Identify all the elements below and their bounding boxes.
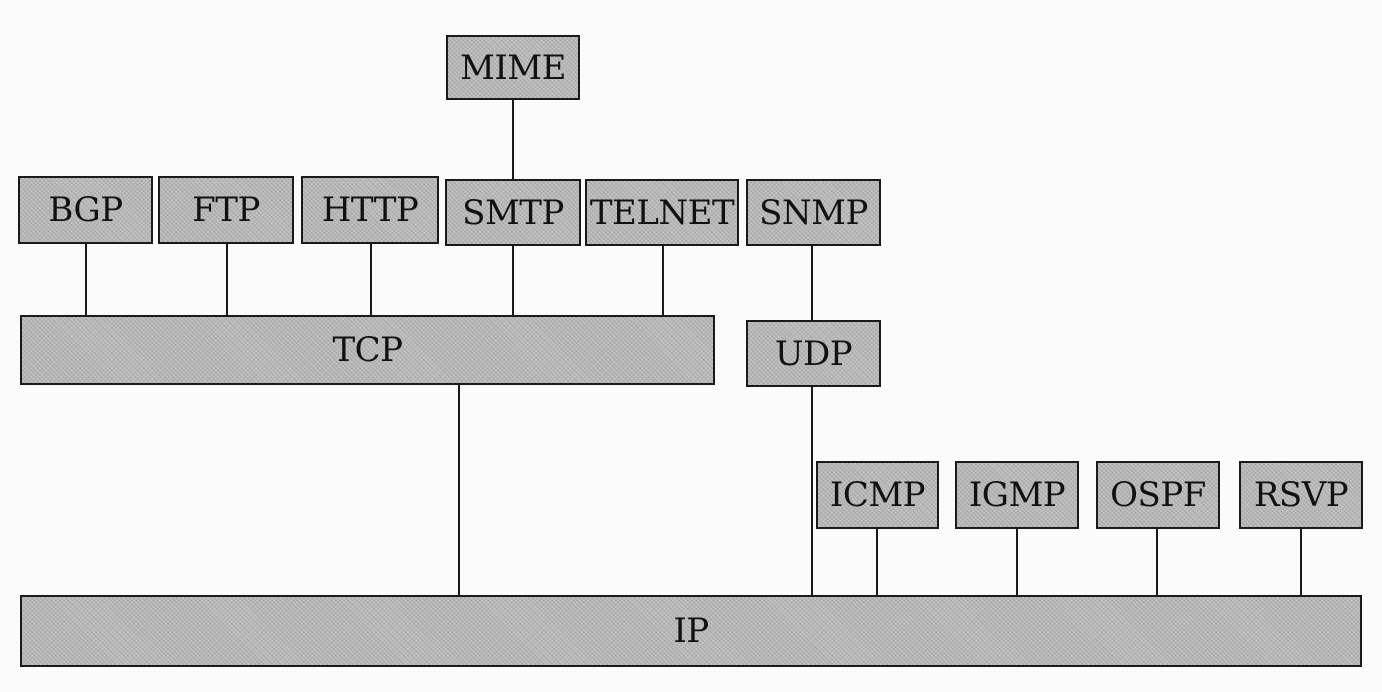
connector-bgp-tcp <box>85 243 87 318</box>
tcp-box: TCP <box>20 315 715 385</box>
smtp-box: SMTP <box>445 179 581 246</box>
mime-label: MIME <box>460 47 566 88</box>
udp-label: UDP <box>774 333 853 374</box>
udp-box: UDP <box>746 320 881 387</box>
ip-box: IP <box>20 595 1362 667</box>
connector-tcp-ip <box>458 384 460 598</box>
connector-smtp-tcp <box>512 245 514 318</box>
bgp-label: BGP <box>48 190 123 230</box>
connector-mime-smtp <box>512 98 514 182</box>
ftp-label: FTP <box>192 190 260 230</box>
tcp-label: TCP <box>332 330 403 370</box>
bgp-box: BGP <box>18 176 153 244</box>
smtp-label: SMTP <box>462 192 564 233</box>
ftp-box: FTP <box>158 176 294 244</box>
connector-igmp-ip <box>1016 527 1018 598</box>
connector-telnet-tcp <box>662 245 664 318</box>
igmp-box: IGMP <box>955 461 1079 529</box>
rsvp-label: RSVP <box>1253 475 1349 515</box>
mime-box: MIME <box>446 35 580 100</box>
icmp-box: ICMP <box>816 461 939 529</box>
telnet-box: TELNET <box>585 179 739 246</box>
ip-label: IP <box>673 611 709 651</box>
igmp-label: IGMP <box>968 475 1066 515</box>
snmp-box: SNMP <box>746 179 881 246</box>
icmp-label: ICMP <box>829 475 926 515</box>
http-box: HTTP <box>301 176 439 244</box>
ospf-label: OSPF <box>1110 475 1206 515</box>
rsvp-box: RSVP <box>1239 461 1363 529</box>
connector-ospf-ip <box>1156 527 1158 598</box>
connector-snmp-udp <box>811 245 813 324</box>
http-label: HTTP <box>321 190 419 230</box>
connector-ftp-tcp <box>226 243 228 318</box>
connector-udp-ip <box>811 386 813 598</box>
snmp-label: SNMP <box>759 192 868 233</box>
connector-icmp-ip <box>876 527 878 598</box>
ospf-box: OSPF <box>1096 461 1220 529</box>
connector-http-tcp <box>370 243 372 318</box>
connector-rsvp-ip <box>1300 527 1302 598</box>
telnet-label: TELNET <box>589 192 735 233</box>
